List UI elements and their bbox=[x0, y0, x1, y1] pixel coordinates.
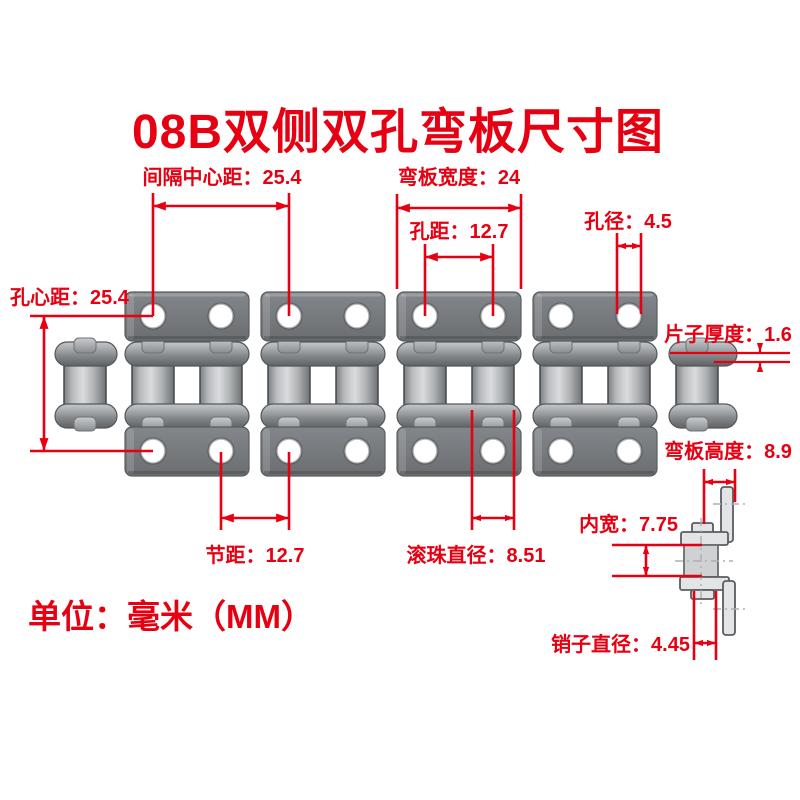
bent-plate-top-2 bbox=[260, 291, 386, 342]
dim-bent-plate-height: 弯板高度：8.9 bbox=[664, 439, 792, 524]
plate-hole bbox=[343, 302, 371, 330]
plate-hole bbox=[615, 437, 643, 465]
roller bbox=[335, 360, 379, 410]
dim-pitch-label: 节距：12.7 bbox=[206, 543, 305, 567]
dim-pin-diameter: 销子直径：4.45 bbox=[551, 591, 718, 660]
roller bbox=[131, 360, 175, 410]
roller bbox=[675, 360, 719, 410]
dim-pitch: 节距：12.7 bbox=[206, 452, 305, 567]
pin-cap bbox=[73, 416, 97, 432]
plate-hole bbox=[411, 437, 439, 465]
bottom-plates-row bbox=[124, 426, 658, 477]
roller bbox=[63, 360, 107, 410]
plate-hole bbox=[343, 437, 371, 465]
dim-hole-diameter: 孔径：4.5 bbox=[584, 209, 672, 314]
roller bbox=[267, 360, 311, 410]
roller bbox=[471, 360, 515, 410]
roller bbox=[539, 360, 583, 410]
bent-plate-top-1 bbox=[124, 291, 250, 342]
dim-bent-plate-height-label: 弯板高度：8.9 bbox=[664, 439, 792, 463]
sv-pin-cap-bottom bbox=[690, 589, 715, 600]
dim-inner-width-label: 内宽：7.75 bbox=[579, 512, 678, 536]
bent-plate-top-4 bbox=[532, 291, 658, 342]
plate-hole bbox=[479, 437, 507, 465]
dim-hole-diameter-label: 孔径：4.5 bbox=[584, 209, 672, 233]
page-title: 08B双侧双孔弯板尺寸图 bbox=[132, 106, 664, 159]
plate-hole bbox=[207, 302, 235, 330]
roller bbox=[403, 360, 447, 410]
plate-hole bbox=[615, 302, 643, 330]
dim-hole-spacing: 孔距：12.7 bbox=[410, 220, 509, 316]
sv-bent-flange-bottom bbox=[722, 580, 736, 636]
roller bbox=[607, 360, 651, 410]
dim-plate-thickness-label: 片子厚度：1.6 bbox=[664, 322, 792, 346]
bent-plate-top-3 bbox=[396, 291, 522, 342]
side-view-detail bbox=[675, 486, 747, 636]
rollers-row bbox=[63, 360, 719, 410]
bent-plate-bottom-3 bbox=[396, 426, 522, 477]
dim-hole-spacing-label: 孔距：12.7 bbox=[410, 220, 509, 243]
dim-hole-center-distance: 孔心距：25.4 bbox=[10, 286, 153, 453]
dim-plate-width-label: 弯板宽度：24 bbox=[398, 165, 521, 189]
bent-plate-bottom-1 bbox=[124, 426, 250, 477]
sv-link-plate-bottom bbox=[679, 576, 730, 591]
plate-hole bbox=[547, 437, 575, 465]
plate-hole bbox=[547, 302, 575, 330]
unit-note: 单位：毫米（MM） bbox=[28, 598, 314, 635]
dim-plate-thickness: 片子厚度：1.6 bbox=[664, 322, 792, 372]
dim-inner-width: 内宽：7.75 bbox=[579, 512, 702, 578]
sv-link-plate-top bbox=[680, 531, 729, 546]
dim-roller-diameter: 滚珠直径：8.51 bbox=[407, 410, 546, 567]
bent-plate-bottom-2 bbox=[260, 426, 386, 477]
dim-hole-center-distance-label: 孔心距：25.4 bbox=[10, 286, 130, 309]
dim-interval-center: 间隔中心距：25.4 bbox=[143, 165, 303, 316]
pin-cap bbox=[73, 337, 97, 354]
bent-plate-bottom-4 bbox=[532, 426, 658, 477]
dim-pin-diameter-label: 销子直径：4.45 bbox=[551, 632, 690, 656]
dim-roller-diameter-label: 滚珠直径：8.51 bbox=[407, 543, 546, 567]
dim-plate-width: 弯板宽度：24 bbox=[395, 165, 523, 289]
roller bbox=[199, 360, 243, 410]
dim-interval-center-label: 间隔中心距：25.4 bbox=[143, 165, 303, 189]
pin-cap bbox=[685, 416, 709, 432]
